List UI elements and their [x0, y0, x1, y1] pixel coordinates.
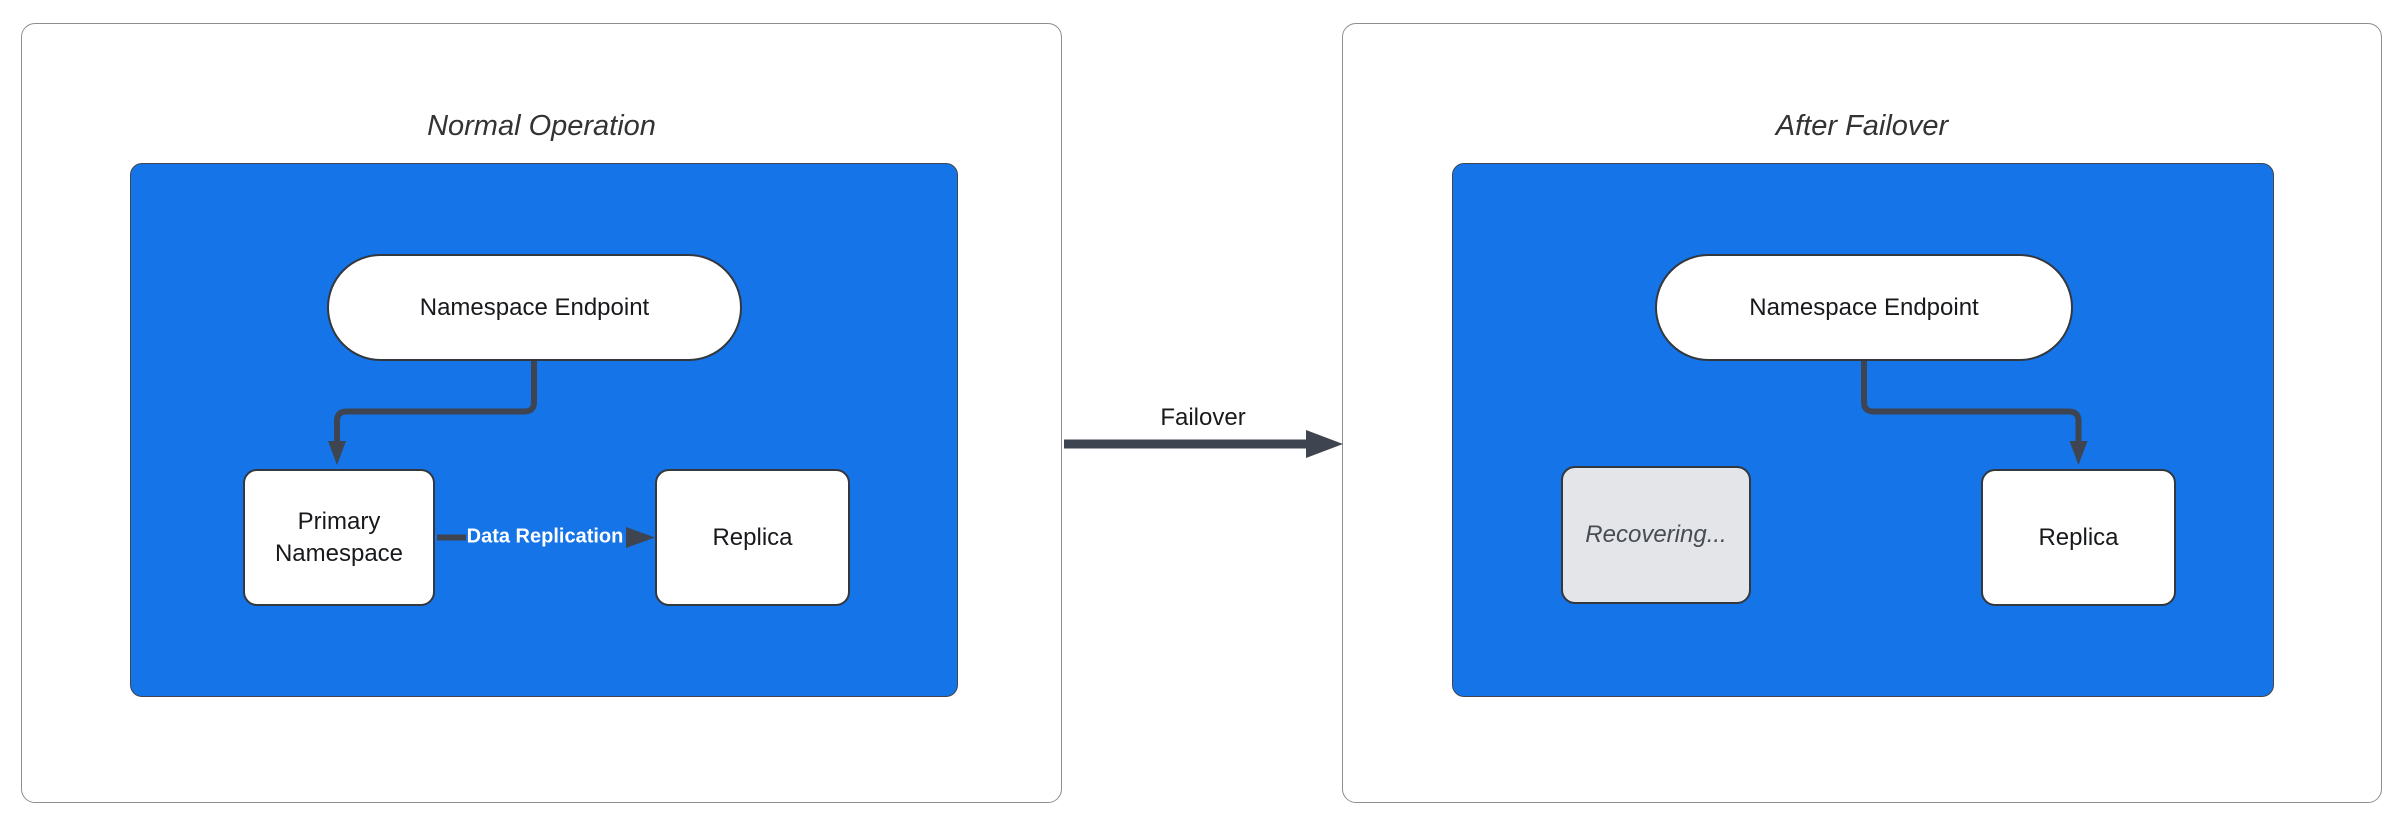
failover-label: Failover — [1160, 404, 1246, 431]
namespace-cluster-failover — [1452, 163, 2274, 697]
node-label: Replica — [712, 523, 793, 551]
node-namespace-endpoint: Namespace Endpoint — [327, 254, 742, 361]
node-label: Recovering... — [1585, 521, 1727, 549]
node-recovering: Recovering... — [1561, 466, 1751, 604]
node-replica: Replica — [655, 469, 850, 606]
panel-title: Normal Operation — [427, 110, 656, 142]
failover-arrowhead — [1306, 430, 1343, 458]
node-label: Namespace Endpoint — [1749, 293, 1979, 321]
namespace-cluster-normal — [130, 163, 958, 697]
node-label: Primary Namespace — [274, 508, 404, 567]
node-replica: Replica — [1981, 469, 2176, 606]
node-label: Namespace Endpoint — [419, 293, 650, 321]
node-label: Replica — [2038, 523, 2119, 551]
node-primary-namespace: Primary Namespace — [243, 469, 435, 606]
edge-label-data-replication: Data Replication — [466, 525, 624, 548]
node-namespace-endpoint: Namespace Endpoint — [1655, 254, 2073, 361]
panel-title: After Failover — [1775, 110, 1949, 142]
